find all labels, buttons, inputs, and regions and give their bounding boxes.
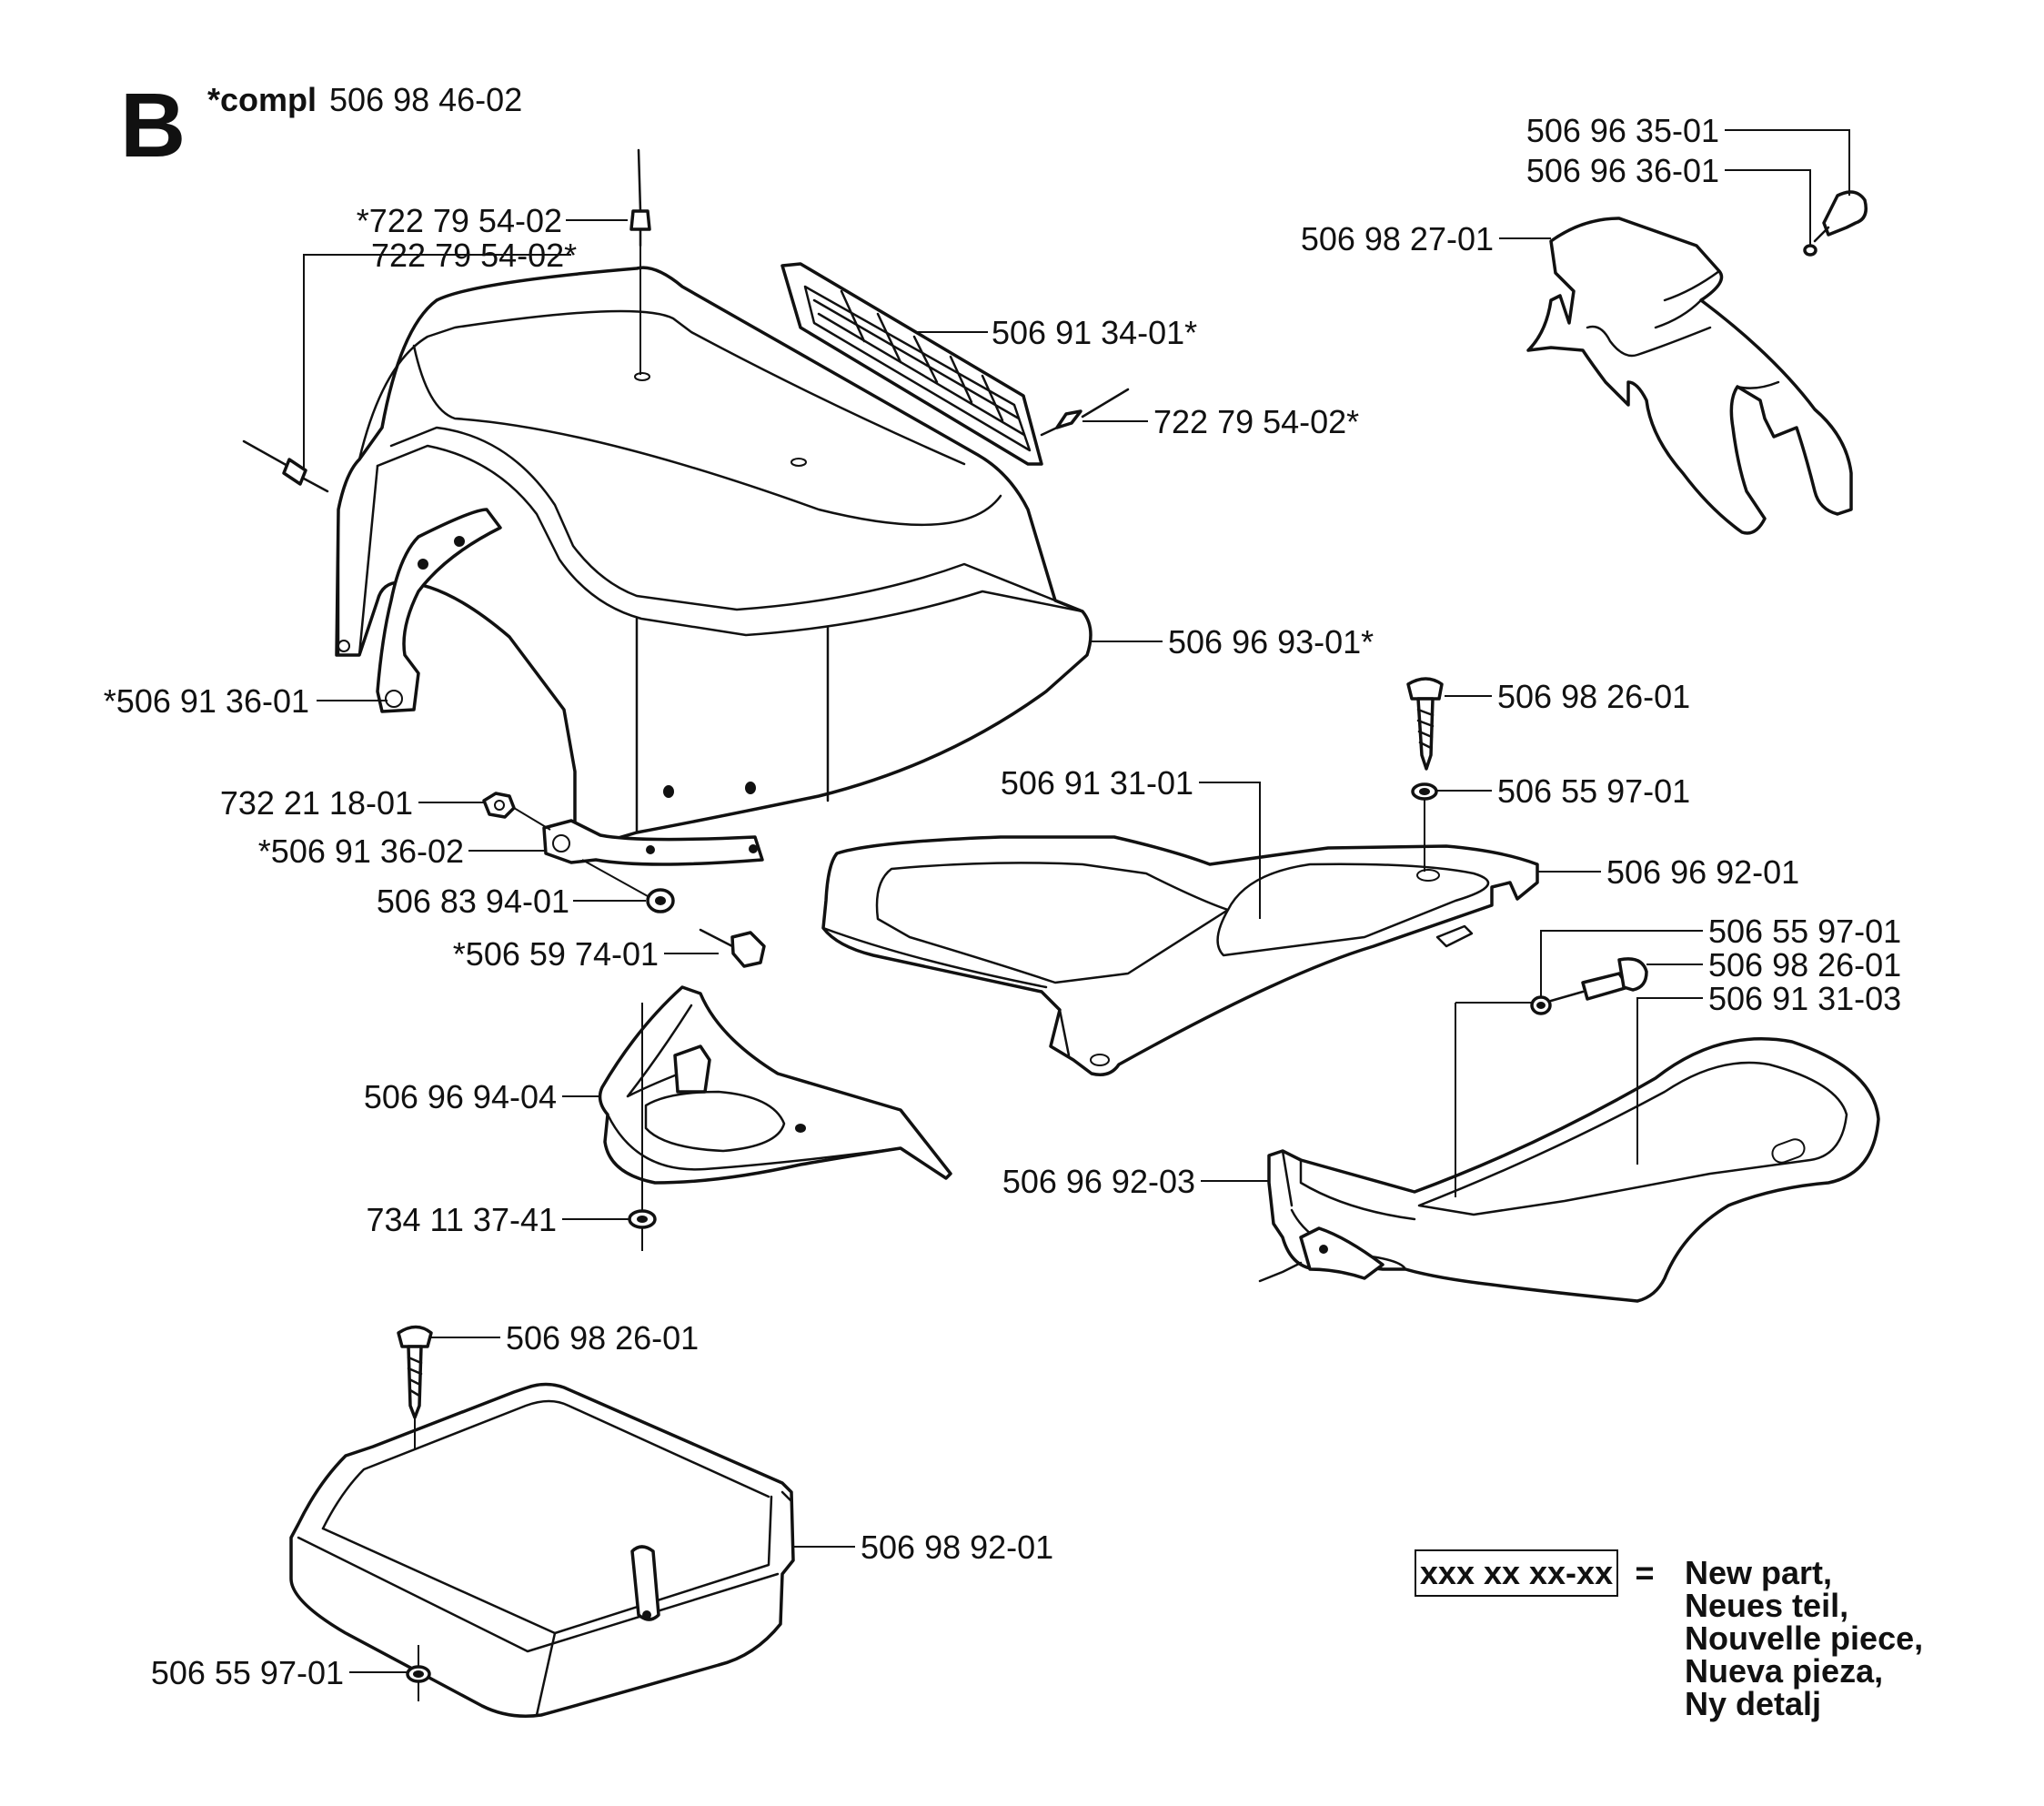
pin-top-part xyxy=(629,148,651,247)
compl-assembly-number: *compl 506 98 46-02 xyxy=(207,81,522,118)
callout-tray-right-side: 506 96 92-03 xyxy=(1002,1163,1195,1200)
screw-mid-part xyxy=(1406,677,1444,771)
callout-bolt-lower: *506 59 74-01 xyxy=(453,935,659,973)
hood-part xyxy=(335,266,1092,853)
screw-right-part xyxy=(1549,957,1648,1003)
callout-screw-box: 506 98 26-01 xyxy=(506,1319,699,1357)
knob-top-part xyxy=(1803,190,1868,257)
legend-equals: = xyxy=(1635,1554,1654,1591)
box-part xyxy=(289,1382,795,1718)
grille-part xyxy=(780,262,1043,466)
callout-washer-dash: 734 11 37-41 xyxy=(366,1201,557,1238)
callout-washer-right: 506 55 97-01 xyxy=(1708,913,1901,950)
legend-sample-box xyxy=(1415,1549,1618,1597)
callout-tray-right: 506 91 31-03 xyxy=(1708,980,1901,1017)
nut-part xyxy=(482,792,516,819)
tray-right-part xyxy=(1258,1037,1880,1303)
bracket-lower-part xyxy=(542,819,764,866)
legend-line-5: Ny detalj xyxy=(1685,1685,1821,1722)
callout-box: 506 98 92-01 xyxy=(861,1529,1053,1566)
callout-screw-mid: 506 98 26-01 xyxy=(1497,678,1690,715)
callout-nut: 732 21 18-01 xyxy=(220,784,413,822)
callout-top-pin: *722 79 54-02 xyxy=(357,202,562,239)
pin-right-part xyxy=(1040,388,1130,437)
bolt-lower-part xyxy=(699,928,766,968)
callout-left-pin: 722 79 54-02* xyxy=(371,237,577,274)
callout-screw-right: 506 98 26-01 xyxy=(1708,946,1901,984)
callout-bracket-left: *506 91 36-01 xyxy=(104,682,309,720)
section-letter: B xyxy=(120,75,186,177)
legend-sample: xxx xx xx-xx xyxy=(1420,1554,1613,1591)
callout-grille: 506 91 34-01* xyxy=(992,314,1197,351)
callout-washer-mid: 506 55 97-01 xyxy=(1497,772,1690,810)
washer-right-part xyxy=(1530,995,1552,1015)
washer-lower-part xyxy=(646,888,675,913)
bracket-left-part xyxy=(376,508,502,713)
screw-box-part xyxy=(397,1325,433,1419)
legend-line-2: Neues teil, xyxy=(1685,1587,1848,1624)
washer-box-part xyxy=(406,1665,431,1683)
callout-knob-a: 506 96 35-01 xyxy=(1526,112,1719,149)
legend-line-1: New part, xyxy=(1685,1554,1832,1591)
callout-washer-lower: 506 83 94-01 xyxy=(377,883,569,920)
callout-right-pin: 722 79 54-02* xyxy=(1153,403,1359,440)
callout-dash-panel: 506 96 94-04 xyxy=(364,1078,557,1115)
callout-knob-b: 506 96 36-01 xyxy=(1526,152,1719,189)
callout-washer-box: 506 55 97-01 xyxy=(151,1654,344,1691)
callout-tray-mid-side: 506 96 92-01 xyxy=(1606,853,1799,891)
washer-dash-part xyxy=(628,1209,657,1229)
compl-number: 506 98 46-02 xyxy=(329,81,522,118)
pin-left-part xyxy=(242,439,329,493)
legend-line-4: Nueva pieza, xyxy=(1685,1652,1883,1690)
washer-mid-part xyxy=(1411,782,1438,801)
side-cover-part xyxy=(1526,217,1853,535)
leader-lines xyxy=(303,129,1850,1673)
callout-hood: 506 96 93-01* xyxy=(1168,623,1374,661)
tray-mid-part xyxy=(821,835,1539,1076)
callout-bracket-lower: *506 91 36-02 xyxy=(258,832,464,870)
callout-tray-mid: 506 91 31-01 xyxy=(1001,764,1193,802)
legend-line-3: Nouvelle piece, xyxy=(1685,1619,1923,1657)
dash-panel-part xyxy=(598,985,952,1185)
compl-prefix: *compl xyxy=(207,81,317,118)
legend: xxx xx xx-xx = New part, Neues teil, Nou… xyxy=(1415,1549,1923,1722)
callout-side-cover: 506 98 27-01 xyxy=(1301,220,1494,257)
